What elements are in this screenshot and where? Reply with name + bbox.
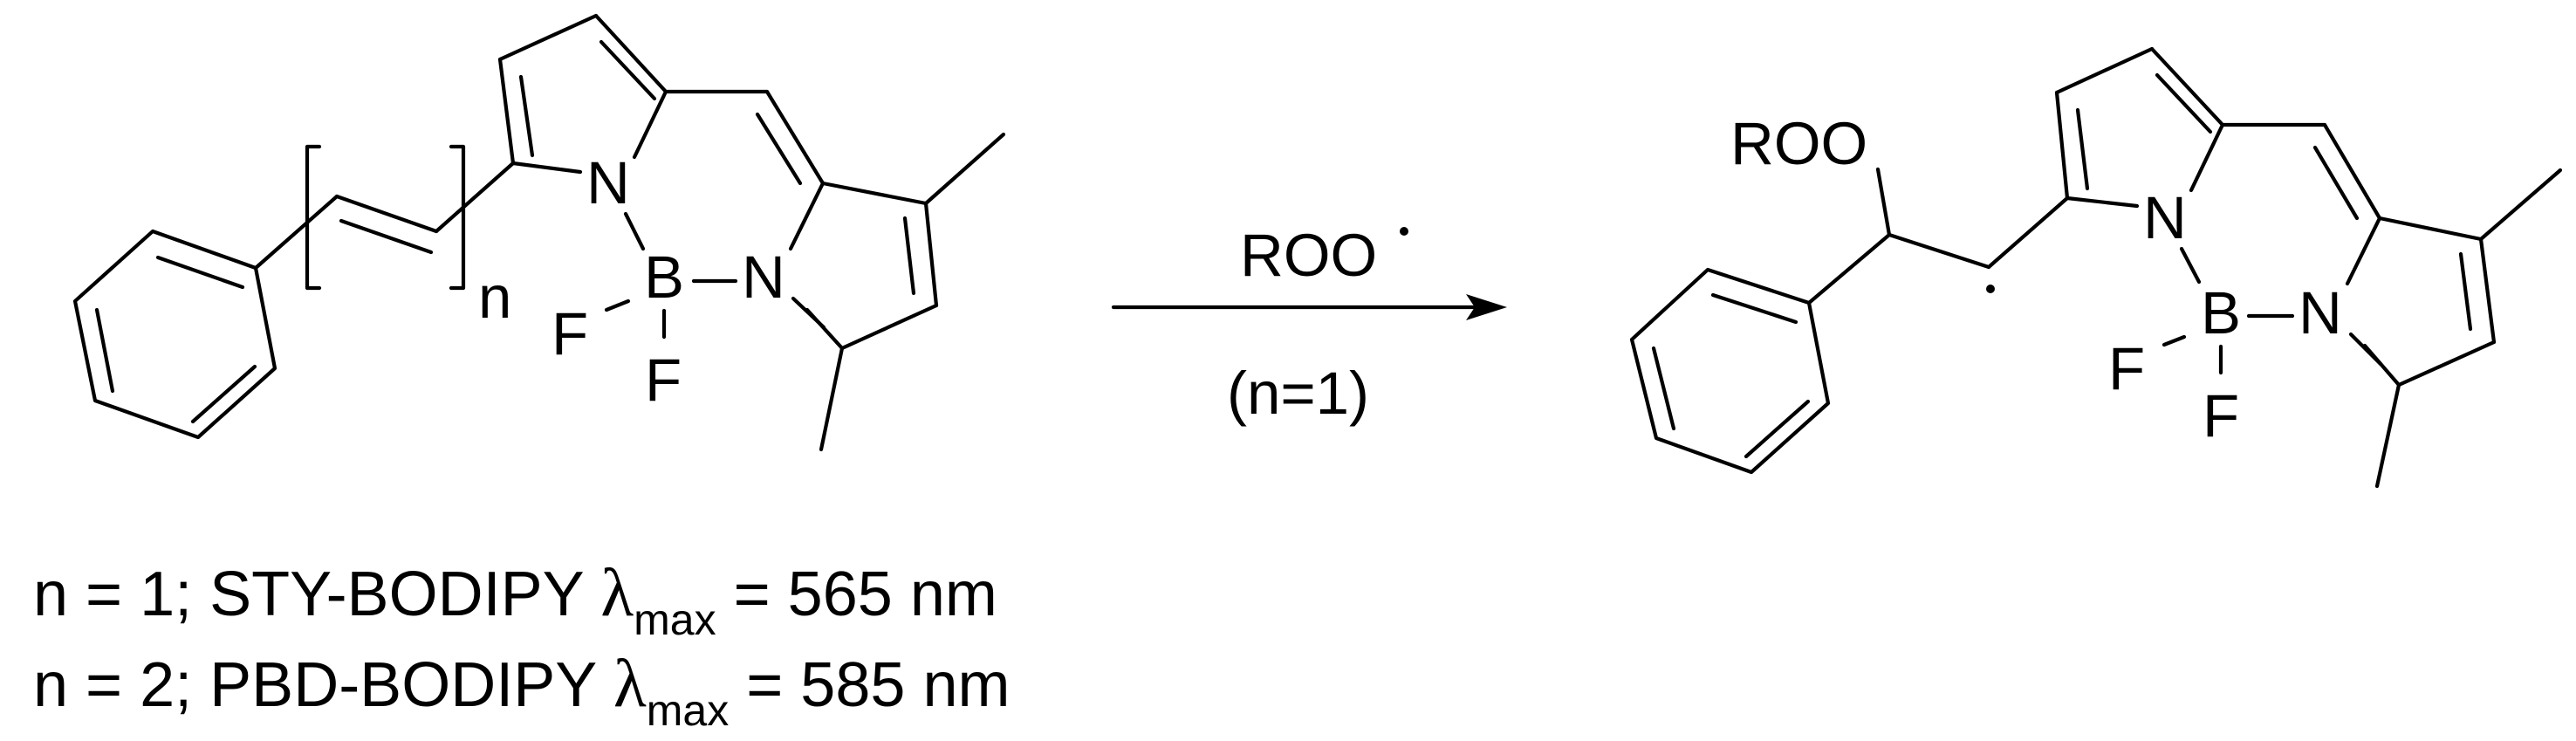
product-atom-n-right: N: [2299, 279, 2342, 346]
product-atom-f-left: F: [2108, 335, 2145, 402]
product-atom-f-bottom: F: [2203, 382, 2239, 449]
product-phenyl-ring: [1629, 267, 1831, 475]
repeat-subscript-n: n: [478, 264, 511, 331]
reactant-atom-b: B: [644, 244, 684, 311]
lambda-subscript: max: [634, 595, 716, 644]
product-substituent-roo: ROO: [1730, 110, 1867, 177]
reactant-atom-n-right: N: [742, 244, 785, 311]
reactant-atom-labels: N B N F F: [552, 149, 785, 414]
reactant-structure: n: [72, 13, 1006, 452]
arrow-reagent: ROO: [1240, 222, 1377, 289]
lambda-subscript: max: [647, 686, 729, 735]
product-atom-n-top: N: [2143, 184, 2187, 251]
lambda-symbol: λ: [600, 554, 634, 630]
reactant-atom-f-left: F: [552, 300, 588, 367]
product-structure: ROO N: [1629, 46, 2563, 489]
product-atom-labels: N B N F F: [2108, 184, 2342, 449]
arrow-condition: (n=1): [1227, 360, 1369, 427]
reactant-atom-f-bottom: F: [645, 346, 682, 414]
reactant-vinyl-linker: [253, 161, 516, 271]
caption-list: n = 1; STY-BODIPY λmax = 565 nm n = 2; P…: [9, 554, 1027, 735]
radical-dot-icon: [1400, 227, 1408, 236]
caption-line-1: n = 1; STY-BODIPY λmax = 565 nm: [9, 554, 1015, 644]
product-chain: [1806, 167, 2070, 305]
product-bodipy-core: [2054, 46, 2563, 489]
arrow-head-icon: [1466, 294, 1507, 320]
lambda-symbol: λ: [613, 645, 647, 721]
carbon-radical-dot-icon: [1986, 285, 1995, 293]
reactant-phenyl-ring: [72, 229, 277, 440]
caption-line-2: n = 2; PBD-BODIPY λmax = 585 nm: [9, 645, 1027, 735]
repeat-brackets: [305, 144, 466, 291]
reaction-arrow: ROO (n=1): [1111, 222, 1507, 427]
product-atom-b: B: [2201, 279, 2241, 346]
reactant-atom-n-top: N: [586, 149, 630, 216]
reactant-bodipy-core: [497, 13, 1006, 452]
